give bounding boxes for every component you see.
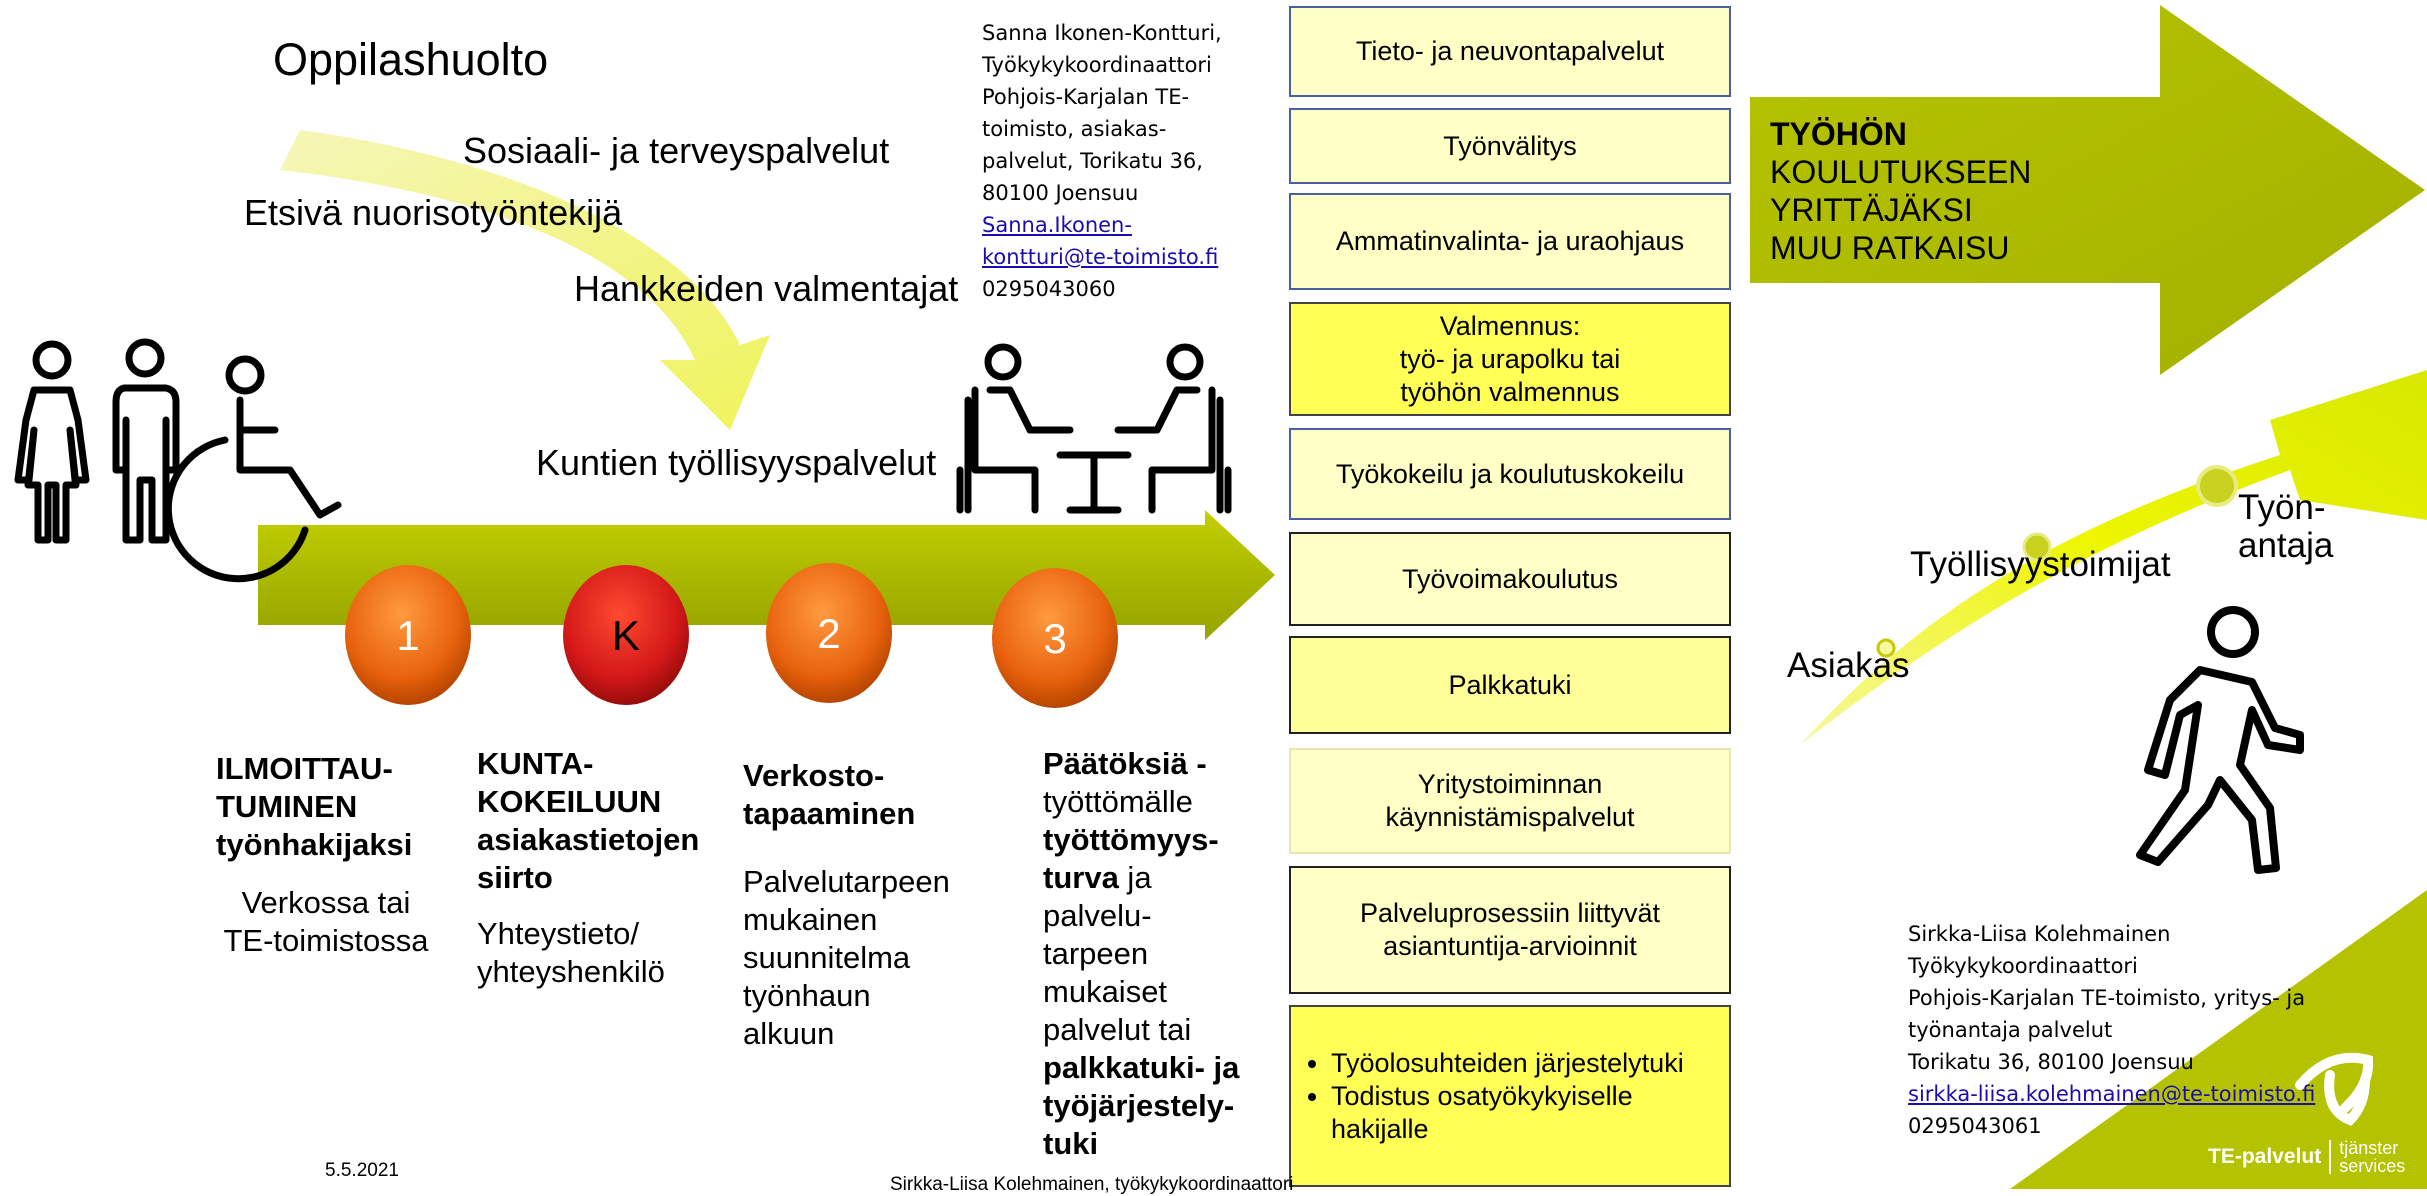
contact-top-line: Sanna Ikonen-Kontturi, bbox=[982, 21, 1222, 45]
contact-top-email-part1: Sanna.Ikonen- bbox=[982, 213, 1132, 237]
contact-bottom-line: työnantaja palvelut bbox=[1908, 1018, 2113, 1042]
label-hankkeiden: Hankkeiden valmentajat bbox=[574, 268, 959, 309]
step-1-text: ILMOITTAU- TUMINEN työnhakijaksi Verkoss… bbox=[216, 750, 446, 960]
contact-top-line: 80100 Joensuu bbox=[982, 181, 1139, 205]
service-tyovoimakoulutus: Työvoimakoulutus bbox=[1289, 532, 1731, 626]
label-tyollisyystoimijat: Työllisyystoimijat bbox=[1910, 545, 2171, 584]
service-tyokokeilu: Työkokeilu ja koulutuskokeilu bbox=[1289, 428, 1731, 520]
meeting-icon bbox=[956, 343, 1232, 514]
path-dot-tyonantaja bbox=[2196, 465, 2238, 507]
label-sosiaali: Sosiaali- ja terveyspalvelut bbox=[463, 130, 890, 171]
footer-author: Sirkka-Liisa Kolehmainen, työkykykoordin… bbox=[890, 1174, 1294, 1195]
service-list-item: Todistus osatyökykyiselle hakijalle bbox=[1331, 1080, 1729, 1146]
step-circle-3 bbox=[992, 568, 1118, 708]
footer-date: 5.5.2021 bbox=[325, 1160, 399, 1181]
contact-top-line: Pohjois-Karjalan TE- bbox=[982, 85, 1190, 109]
service-yritystoiminta: Yritystoiminnan käynnistämispalvelut bbox=[1289, 748, 1731, 854]
service-tyoolosuhde-list: Työolosuhteiden järjestelytuki Todistus … bbox=[1291, 1047, 1729, 1146]
step-circle-2 bbox=[766, 563, 892, 703]
woman-icon bbox=[14, 340, 90, 544]
path-dot-tyollisyystoimijat bbox=[2022, 532, 2052, 562]
service-asiantuntija: Palveluprosessiin liittyvät asiantuntija… bbox=[1289, 866, 1731, 994]
contact-top-line: toimisto, asiakas- bbox=[982, 117, 1167, 141]
step-circle-k bbox=[563, 565, 689, 705]
service-ammatinvalinta: Ammatinvalinta- ja uraohjaus bbox=[1289, 193, 1731, 290]
te-logo-divider bbox=[2329, 1140, 2332, 1174]
contact-top-line: palvelut, Torikatu 36, bbox=[982, 149, 1203, 173]
service-tieto-neuvonta: Tieto- ja neuvontapalvelut bbox=[1289, 6, 1731, 97]
contact-bottom-line: Pohjois-Karjalan TE-toimisto, yritys- ja bbox=[1908, 986, 2306, 1010]
contact-top-email-part2: kontturi@te-toimisto.fi bbox=[982, 245, 1219, 269]
label-etsiva: Etsivä nuorisotyöntekijä bbox=[244, 192, 623, 233]
service-tyonvalitys: Työnvälitys bbox=[1289, 108, 1731, 184]
te-logo-brand: TE-palvelut bbox=[2208, 1145, 2322, 1168]
te-logo: TE-palvelut tjänster services bbox=[2208, 1139, 2405, 1175]
step-3-text: Päätöksiä - työttömälle työttömyys- turv… bbox=[1043, 746, 1240, 1161]
step-2-text: Verkosto- tapaaminen Palvelutarpeen muka… bbox=[743, 757, 993, 1053]
contact-top-line: Työkykykoordinaattori bbox=[982, 53, 1212, 77]
contact-bottom-phone: 0295043061 bbox=[1908, 1114, 2042, 1138]
te-logo-sub: tjänster services bbox=[2339, 1138, 2406, 1176]
logo-corner-shape bbox=[2010, 890, 2427, 1189]
step-k-title: KUNTA- KOKEILUUN asiakastietojen siirto bbox=[477, 746, 700, 895]
contact-bottom: Sirkka-Liisa Kolehmainen Työkykykoordina… bbox=[1908, 918, 2408, 1142]
step-k-text: KUNTA- KOKEILUUN asiakastietojen siirto … bbox=[477, 745, 737, 991]
curved-arrow-shape bbox=[280, 130, 770, 430]
label-kuntien: Kuntien työllisyyspalvelut bbox=[536, 442, 937, 483]
contact-bottom-line: Sirkka-Liisa Kolehmainen bbox=[1908, 922, 2171, 946]
contact-top-phone: 0295043060 bbox=[982, 277, 1116, 301]
walking-person-icon bbox=[2136, 606, 2304, 874]
service-tyoolosuhde: Työolosuhteiden järjestelytuki Todistus … bbox=[1289, 1005, 1731, 1187]
label-asiakas: Asiakas bbox=[1787, 646, 1910, 685]
outcome-arrow-shape bbox=[1750, 5, 2425, 375]
step-2-title: Verkosto- tapaaminen bbox=[743, 758, 916, 831]
te-logo-icon bbox=[2295, 1052, 2374, 1126]
circle-label-k: K bbox=[612, 612, 640, 659]
step-1-body: Verkossa tai TE-toimistossa bbox=[223, 885, 429, 958]
wheelchair-icon bbox=[164, 355, 342, 583]
path-dot-asiakas bbox=[1876, 638, 1896, 658]
label-oppilashuolto: Oppilashuolto bbox=[273, 34, 549, 85]
label-tyonantaja: Työn- antaja bbox=[2238, 488, 2334, 565]
contact-top: Sanna Ikonen-Kontturi, Työkykykoordinaat… bbox=[982, 17, 1272, 305]
man-icon bbox=[112, 338, 180, 544]
step-1-title: ILMOITTAU- TUMINEN työnhakijaksi bbox=[216, 751, 413, 862]
contact-bottom-line: Työkykykoordinaattori bbox=[1908, 954, 2138, 978]
step-circles bbox=[345, 563, 1118, 708]
step-2-body: Palvelutarpeen mukainen suunnitelma työn… bbox=[743, 864, 950, 1051]
service-valmennus: Valmennus: työ- ja urapolku tai työhön v… bbox=[1289, 302, 1731, 416]
rising-path-shape bbox=[1800, 370, 2427, 745]
service-list-item: Työolosuhteiden järjestelytuki bbox=[1331, 1047, 1729, 1080]
contact-bottom-line: Torikatu 36, 80100 Joensuu bbox=[1908, 1050, 2194, 1074]
step-circle-1 bbox=[345, 565, 471, 705]
contact-top-email-link[interactable]: Sanna.Ikonen- kontturi@te-toimisto.fi bbox=[982, 209, 1272, 273]
circle-label-2: 2 bbox=[817, 610, 840, 657]
service-palkkatuki: Palkkatuki bbox=[1289, 636, 1731, 734]
step-k-body: Yhteystieto/ yhteyshenkilö bbox=[477, 916, 665, 989]
outcome-text: TYÖHÖN KOULUTUKSEEN YRITTÄJÄKSI MUU RATK… bbox=[1770, 116, 2032, 266]
circle-label-3: 3 bbox=[1043, 615, 1066, 662]
circle-label-1: 1 bbox=[396, 612, 419, 659]
contact-bottom-email-link[interactable]: sirkka-liisa.kolehmainen@te-toimisto.fi bbox=[1908, 1082, 2316, 1106]
